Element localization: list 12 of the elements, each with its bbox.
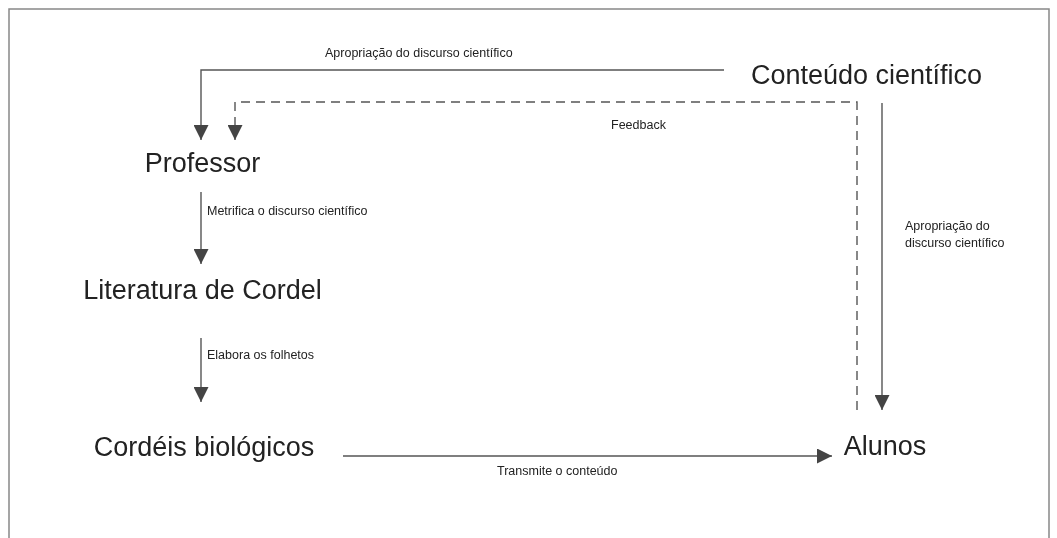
arrow (342, 448, 833, 464)
arrow (193, 191, 209, 265)
node-label: Cordéis biológicos (93, 431, 315, 463)
edge-label: Apropriação do discurso científico (325, 45, 513, 62)
arrow (193, 337, 209, 403)
node-label: Literatura de Cordel (83, 274, 322, 306)
node-label: Professor (144, 147, 261, 179)
arrow (227, 101, 858, 411)
arrow (874, 102, 890, 411)
arrow (193, 69, 725, 141)
node-label: Alunos (843, 430, 927, 462)
node-label: Conteúdo científico (750, 59, 983, 91)
